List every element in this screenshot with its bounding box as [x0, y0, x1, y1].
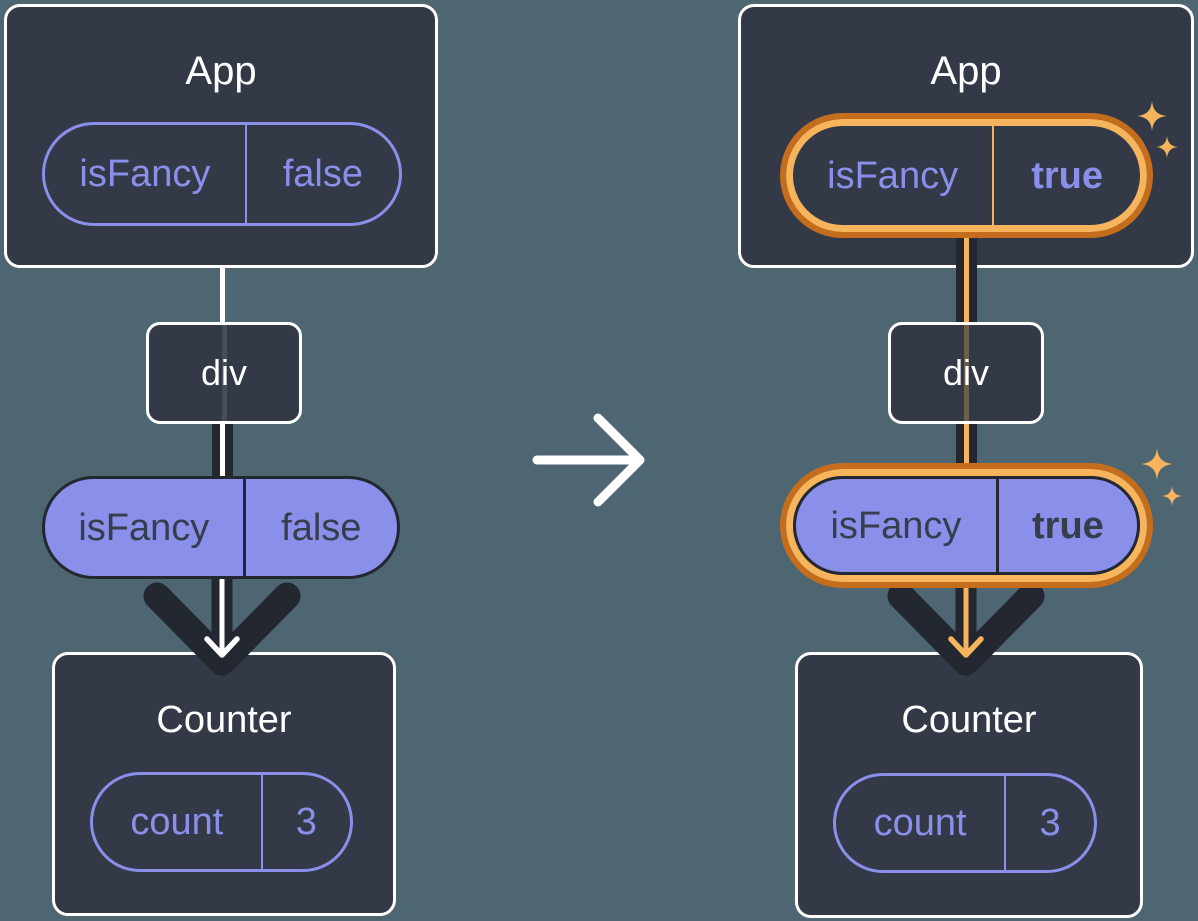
component-title-app: App — [930, 49, 1002, 93]
prop-name-label: isFancy — [45, 479, 246, 576]
passed-prop-pill-after: isFancy true — [793, 476, 1140, 575]
state-name-label: count — [93, 775, 263, 869]
state-pill-count-after: count 3 — [833, 773, 1097, 873]
div-node-card-before: div — [146, 322, 302, 424]
sparkle-icon — [1162, 486, 1182, 506]
component-title-counter: Counter — [901, 699, 1037, 741]
state-value-label: 3 — [295, 801, 317, 843]
connector-core-after — [963, 420, 969, 480]
state-value-label: 3 — [1039, 802, 1061, 844]
arrow-right-icon — [532, 413, 645, 507]
prop-name-label: isFancy — [796, 479, 999, 572]
connector-core-after — [963, 234, 969, 326]
props-flow-arrow-before — [143, 576, 301, 676]
sparkle-icon — [1141, 448, 1173, 480]
passed-prop-pill-after-highlight: isFancy true — [780, 463, 1153, 588]
connector-core-before — [219, 420, 225, 480]
props-flow-arrow-after — [887, 576, 1045, 676]
state-pill-count-before: count 3 — [90, 772, 353, 872]
sparkle-icon — [1137, 101, 1167, 131]
prop-name-label: isFancy — [45, 125, 247, 223]
prop-value-label: false — [281, 506, 362, 549]
passed-prop-pill-before: isFancy false — [42, 476, 400, 579]
pass-through-stripe — [963, 325, 969, 421]
prop-name-label: isFancy — [793, 126, 995, 225]
prop-value-label: false — [282, 153, 364, 195]
state-pill-isfancy-before: isFancy false — [42, 122, 402, 226]
connector-app-to-div-before — [219, 266, 225, 326]
sparkle-icon — [1156, 136, 1178, 158]
state-name-label: count — [836, 776, 1007, 870]
component-title-app: App — [185, 49, 257, 93]
div-node-card-after: div — [888, 322, 1044, 424]
div-label: div — [942, 352, 990, 393]
prop-value-label: true — [1031, 154, 1104, 197]
component-title-counter: Counter — [156, 699, 292, 741]
prop-value-label: true — [1032, 504, 1104, 547]
state-pill-isfancy-after-highlight: isFancy true — [780, 113, 1153, 238]
div-label: div — [200, 352, 248, 393]
state-pill-isfancy-after: isFancy true — [793, 126, 1140, 225]
pass-through-stripe — [221, 325, 227, 421]
